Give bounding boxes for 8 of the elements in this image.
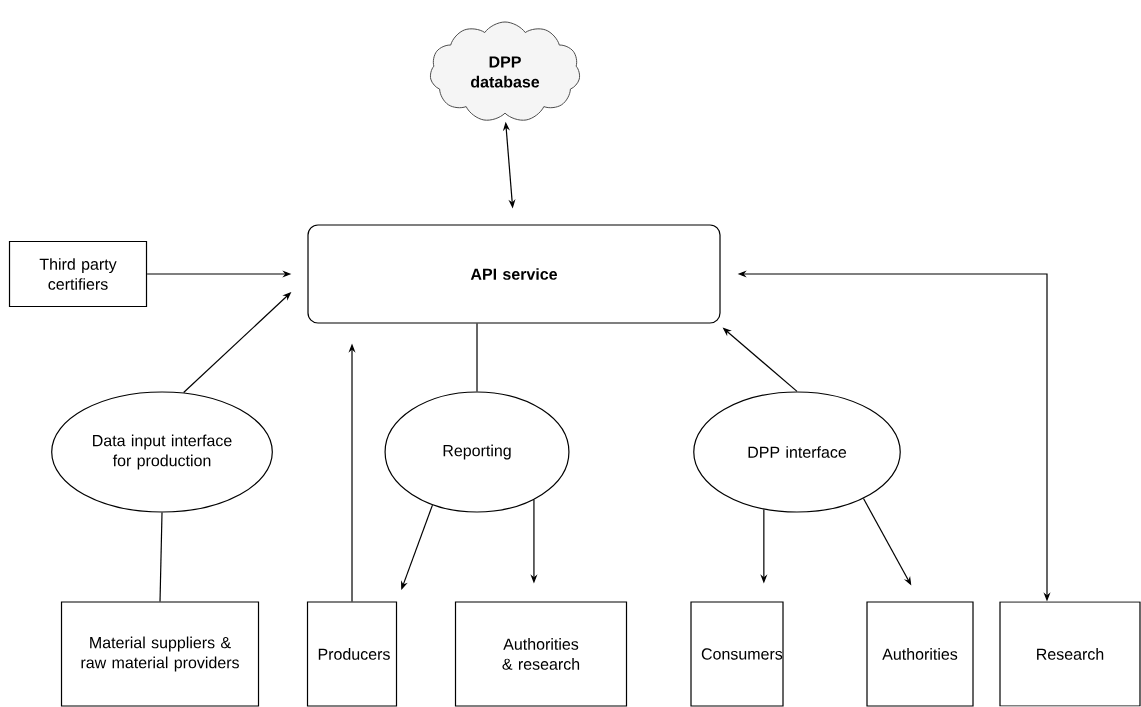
- actor-box: Producers: [306, 601, 398, 707]
- actor-box: Authorities & research: [454, 601, 628, 707]
- actor-box: Research: [999, 601, 1141, 707]
- actor-box: Material suppliers & raw material providers: [60, 601, 260, 707]
- actor-box: Consumers: [690, 601, 784, 707]
- service-box: API service: [307, 224, 721, 324]
- process-box: Third party certifiers: [8, 240, 148, 308]
- actor-box: Authorities: [866, 601, 974, 707]
